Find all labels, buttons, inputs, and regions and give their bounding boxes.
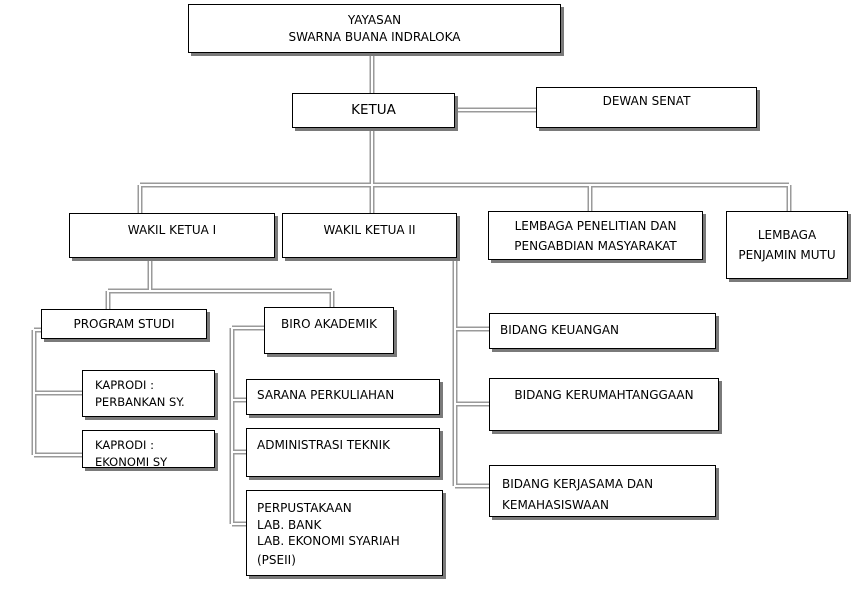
yayasan-label: YAYASAN [347,12,402,27]
kaprodi-perbankan-line2: PERBANKAN SY. [95,395,185,409]
kaprodi-ekonomi-box: KAPRODI : EKONOMI SY [82,430,215,468]
lembaga-penelitian-line1: LEMBAGA PENELITIAN DAN [514,218,677,233]
yayasan-name: SWARNA BUANA INDRALOKA [288,29,461,44]
biro-akademik-label: BIRO AKADEMIK [280,317,378,331]
bidang-kerumahtanggaan-box: BIDANG KERUMAHTANGGAAN [489,378,719,431]
perpustakaan-line1: PERPUSTAKAAN [257,501,352,515]
dewan-senat-label: DEWAN SENAT [602,94,691,108]
lab-bank-line: LAB. BANK [257,517,322,532]
kaprodi-ekonomi-line1: KAPRODI : [95,438,154,452]
lembaga-penelitian-box: LEMBAGA PENELITIAN DAN PENGABDIAN MASYAR… [488,211,703,260]
yayasan-box: YAYASAN SWARNA BUANA INDRALOKA [188,4,561,53]
bidang-keuangan-label: BIDANG KEUANGAN [500,323,620,337]
bidang-kerjasama-line1: BIDANG KERJASAMA DAN [502,477,654,491]
program-studi-box: PROGRAM STUDI [41,309,207,339]
wakil-ketua-1-box: WAKIL KETUA I [69,213,275,258]
perpustakaan-box: PERPUSTAKAAN LAB. BANK LAB. EKONOMI SYAR… [246,490,443,576]
kaprodi-perbankan-box: KAPRODI : PERBANKAN SY. [82,370,215,417]
bidang-kerjasama-box: BIDANG KERJASAMA DAN KEMAHASISWAAN [489,465,716,517]
lembaga-penjamin-box: LEMBAGA PENJAMIN MUTU [726,211,848,279]
lab-ekonomi-syariah-line: LAB. EKONOMI SYARIAH [257,534,400,548]
kaprodi-ekonomi-line2: EKONOMI SY [95,455,168,468]
biro-akademik-box: BIRO AKADEMIK [264,307,394,354]
sarana-perkuliahan-box: SARANA PERKULIAHAN [246,379,440,415]
kaprodi-perbankan-line1: KAPRODI : [95,378,154,392]
lembaga-penelitian-line2: PENGABDIAN MASYARAKAT [514,238,677,253]
bidang-keuangan-box: BIDANG KEUANGAN [489,313,716,349]
administrasi-teknik-box: ADMINISTRASI TEKNIK [246,428,440,477]
bidang-kerjasama-line2: KEMAHASISWAAN [502,498,609,512]
wakil-ketua-2-box: WAKIL KETUA II [282,213,457,258]
lembaga-penjamin-line1: LEMBAGA [757,228,817,242]
sarana-perkuliahan-label: SARANA PERKULIAHAN [257,388,395,402]
pseii-line: (PSEII) [257,552,296,567]
program-studi-label: PROGRAM STUDI [73,316,175,331]
lembaga-penjamin-line2: PENJAMIN MUTU [738,248,836,262]
ketua-label: KETUA [351,102,396,118]
bidang-kerumahtanggaan-label: BIDANG KERUMAHTANGGAAN [514,388,694,402]
administrasi-teknik-label: ADMINISTRASI TEKNIK [257,438,391,452]
wakil-ketua-2-label: WAKIL KETUA II [323,223,416,237]
wakil-ketua-1-label: WAKIL KETUA I [127,223,217,237]
dewan-senat-box: DEWAN SENAT [536,87,757,128]
ketua-box: KETUA [292,93,455,128]
